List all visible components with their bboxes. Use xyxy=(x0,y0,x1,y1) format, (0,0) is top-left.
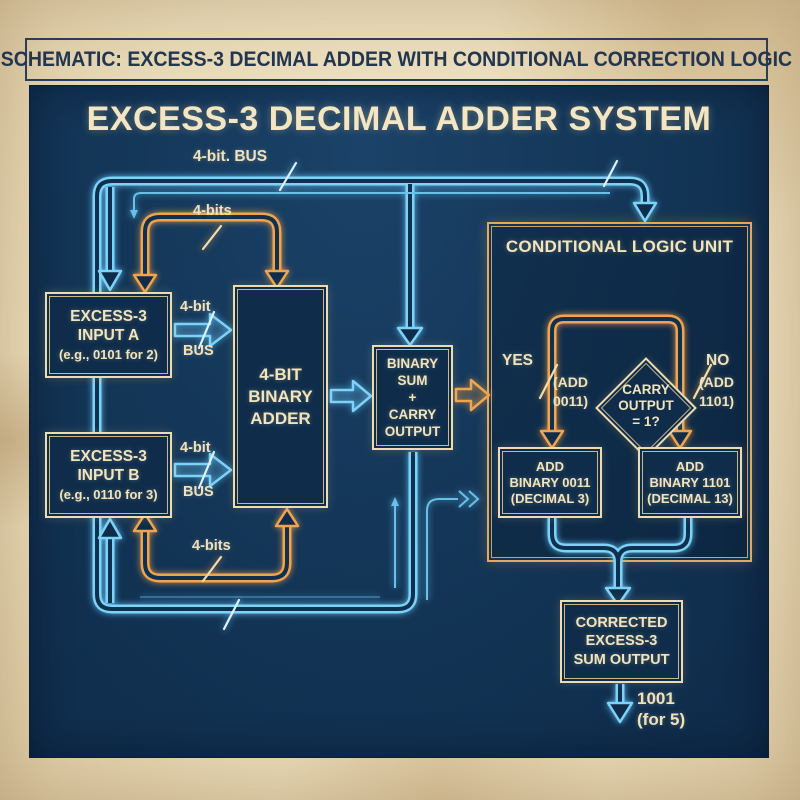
orange-arrowhead-into-input-b xyxy=(132,512,158,533)
orange-arrowhead-into-input-a xyxy=(132,273,158,294)
orange-bus-slash xyxy=(201,555,223,583)
box-line: = 1? xyxy=(632,414,660,429)
no-note: (ADD 1101) xyxy=(699,373,734,411)
input-b-box: EXCESS-3 INPUT B (e.g., 0110 for 3) xyxy=(45,432,172,518)
carry-feed-line xyxy=(426,498,458,600)
box-line: ADD xyxy=(535,458,565,474)
inner-bus-line xyxy=(133,192,610,211)
input-a-box: EXCESS-3 INPUT A (e.g., 0101 for 2) xyxy=(45,292,172,378)
arrowhead-into-corrected xyxy=(604,586,632,607)
banner-text: SCHEMATIC: EXCESS-3 DECIMAL ADDER WITH C… xyxy=(0,47,793,71)
box-line: EXCESS-3 xyxy=(70,307,147,325)
box-line: OUTPUT xyxy=(384,424,441,439)
box-line: (e.g., 0101 for 2) xyxy=(59,346,158,362)
chevron-arrow-1 xyxy=(458,490,470,508)
orange-bottom-bus-label: 4-bits xyxy=(192,538,231,554)
bus-slash xyxy=(602,159,619,188)
blueprint-panel: EXCESS-3 DECIMAL ADDER SYSTEM CONDITIONA… xyxy=(30,86,768,757)
orange-arrowhead-into-add3 xyxy=(539,429,565,450)
orange-arrowhead-into-adder-top xyxy=(264,269,290,290)
add-1101-box: ADD BINARY 1101 (DECIMAL 13) xyxy=(638,447,742,518)
result-line: 1001 xyxy=(637,689,675,708)
bus-arrow-adder-to-sum xyxy=(329,379,373,413)
yes-note: (ADD 0011) xyxy=(553,373,588,411)
chevron-arrow-2 xyxy=(468,490,480,508)
box-line: CARRY xyxy=(622,382,670,397)
no-branch-slash xyxy=(692,363,713,400)
bus-b-label-bottom: BUS xyxy=(183,484,214,500)
add-0011-box: ADD BINARY 0011 (DECIMAL 3) xyxy=(498,447,602,518)
binary-sum-box: BINARY SUM + CARRY OUTPUT xyxy=(372,345,453,450)
bus-b-label-top: 4-bit xyxy=(180,440,211,456)
box-line: (DECIMAL 3) xyxy=(510,490,590,506)
box-line: BINARY 1101 xyxy=(649,474,731,490)
box-line: BINARY xyxy=(248,386,313,406)
box-line: BINARY 0011 xyxy=(509,474,591,490)
no-note-line: (ADD xyxy=(699,374,734,390)
arrowhead-into-input-a xyxy=(97,269,123,292)
bus-slash xyxy=(197,310,216,350)
box-line: + xyxy=(408,390,417,405)
binary-adder-box: 4-BIT BINARY ADDER xyxy=(233,285,328,508)
box-line: EXCESS-3 xyxy=(585,633,658,650)
diagram-title: EXCESS-3 DECIMAL ADDER SYSTEM xyxy=(86,100,712,138)
arrowhead-into-sum xyxy=(396,326,424,347)
box-line: ADDER xyxy=(250,408,311,428)
bus-slash xyxy=(222,598,241,631)
box-line: EXCESS-3 xyxy=(70,447,147,465)
orange-arrowhead-into-add13 xyxy=(667,429,693,450)
yes-label: YES xyxy=(502,352,534,369)
box-line: INPUT B xyxy=(77,466,140,484)
box-line: INPUT A xyxy=(77,326,140,344)
box-line: SUM OUTPUT xyxy=(573,651,670,668)
box-line: CORRECTED xyxy=(575,614,668,631)
no-note-line: 1101) xyxy=(699,393,735,409)
no-label: NO xyxy=(706,352,730,369)
corrected-output-box: CORRECTED EXCESS-3 SUM OUTPUT xyxy=(560,600,683,683)
box-line: 4-BIT xyxy=(259,364,302,384)
box-line: BINARY xyxy=(386,356,439,371)
bus-slash xyxy=(278,161,298,192)
logic-unit-title: CONDITIONAL LOGIC UNIT xyxy=(505,237,734,256)
bus-arrow-sum-to-logic xyxy=(454,378,491,412)
yes-branch-slash xyxy=(538,363,559,400)
box-line: SUM xyxy=(397,373,428,388)
orange-top-bus-label: 4-bits xyxy=(193,203,232,219)
orange-bus-lines xyxy=(132,212,713,583)
carry-decision-text: CARRY OUTPUT = 1? xyxy=(596,382,696,430)
bus-slash xyxy=(197,450,216,490)
small-arrowhead-up xyxy=(391,497,399,506)
bus-a-label-bottom: BUS xyxy=(183,343,214,359)
orange-bus-slash xyxy=(201,224,223,251)
result-label: 1001 (for 5) xyxy=(637,688,685,730)
top-bus-label: 4-bit. BUS xyxy=(193,148,268,165)
yes-note-line: 0011) xyxy=(553,393,589,409)
box-line: ADD xyxy=(675,458,705,474)
arrowhead-final-output xyxy=(606,701,634,724)
box-line: (DECIMAL 13) xyxy=(647,490,733,506)
yes-note-line: (ADD xyxy=(553,374,588,390)
box-line: (e.g., 0110 for 3) xyxy=(59,486,158,502)
arrowhead-into-logic-unit xyxy=(632,201,658,223)
arrowhead-into-input-b xyxy=(97,517,123,540)
box-line: CARRY xyxy=(388,407,437,422)
result-line: (for 5) xyxy=(637,710,686,729)
blue-bus-lines xyxy=(92,159,693,724)
orange-arrowhead-into-adder-bottom xyxy=(274,507,300,528)
schematic-banner: SCHEMATIC: EXCESS-3 DECIMAL ADDER WITH C… xyxy=(1,38,792,81)
bus-a-label-top: 4-bit xyxy=(180,299,211,315)
box-line: OUTPUT xyxy=(618,398,674,413)
small-arrowhead-down xyxy=(130,210,138,219)
